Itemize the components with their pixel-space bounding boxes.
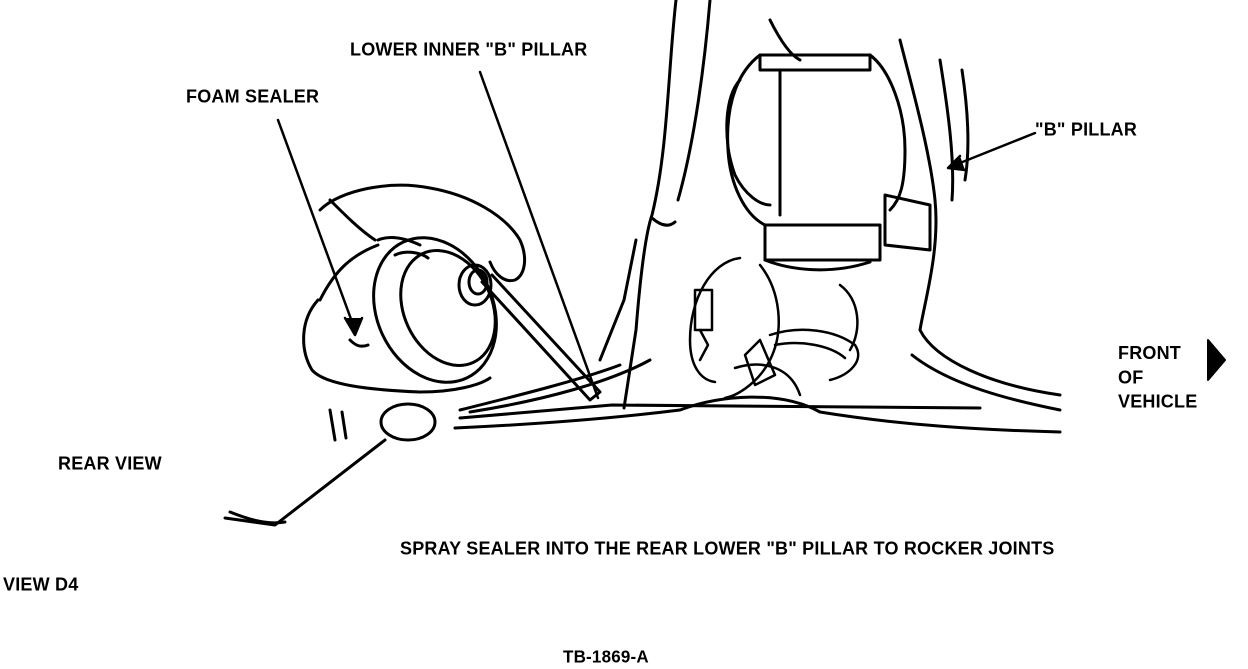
seat-belt-retractor [725,53,932,272]
label-rear-view: REAR VIEW [58,452,162,474]
label-front-of-vehicle: FRONT OF VEHICLE [1118,341,1197,413]
label-lower-inner-b-pillar: LOWER INNER "B" PILLAR [350,38,588,60]
wire-harness [688,256,860,400]
instruction-caption: SPRAY SEALER INTO THE REAR LOWER "B" PIL… [400,537,1055,559]
label-foam-sealer: FOAM SEALER [186,85,320,107]
front-arrow-icon [1207,339,1226,381]
view-id: VIEW D4 [3,573,79,595]
b-pillar-structure [598,0,1062,412]
leader-b-pillar [953,131,1037,167]
rocker-panel [453,358,1062,434]
leader-lower-inner-b-pillar [478,70,600,400]
label-b-pillar: "B" PILLAR [1035,118,1138,140]
figure-code: TB-1869-A [563,646,649,667]
leader-lines [276,70,1037,400]
hand-and-spray-can [223,183,602,527]
leader-foam-sealer [276,118,357,332]
label-front-line-2: OF [1118,366,1144,388]
label-front-line-1: FRONT [1118,342,1181,364]
label-front-line-3: VEHICLE [1118,390,1198,412]
